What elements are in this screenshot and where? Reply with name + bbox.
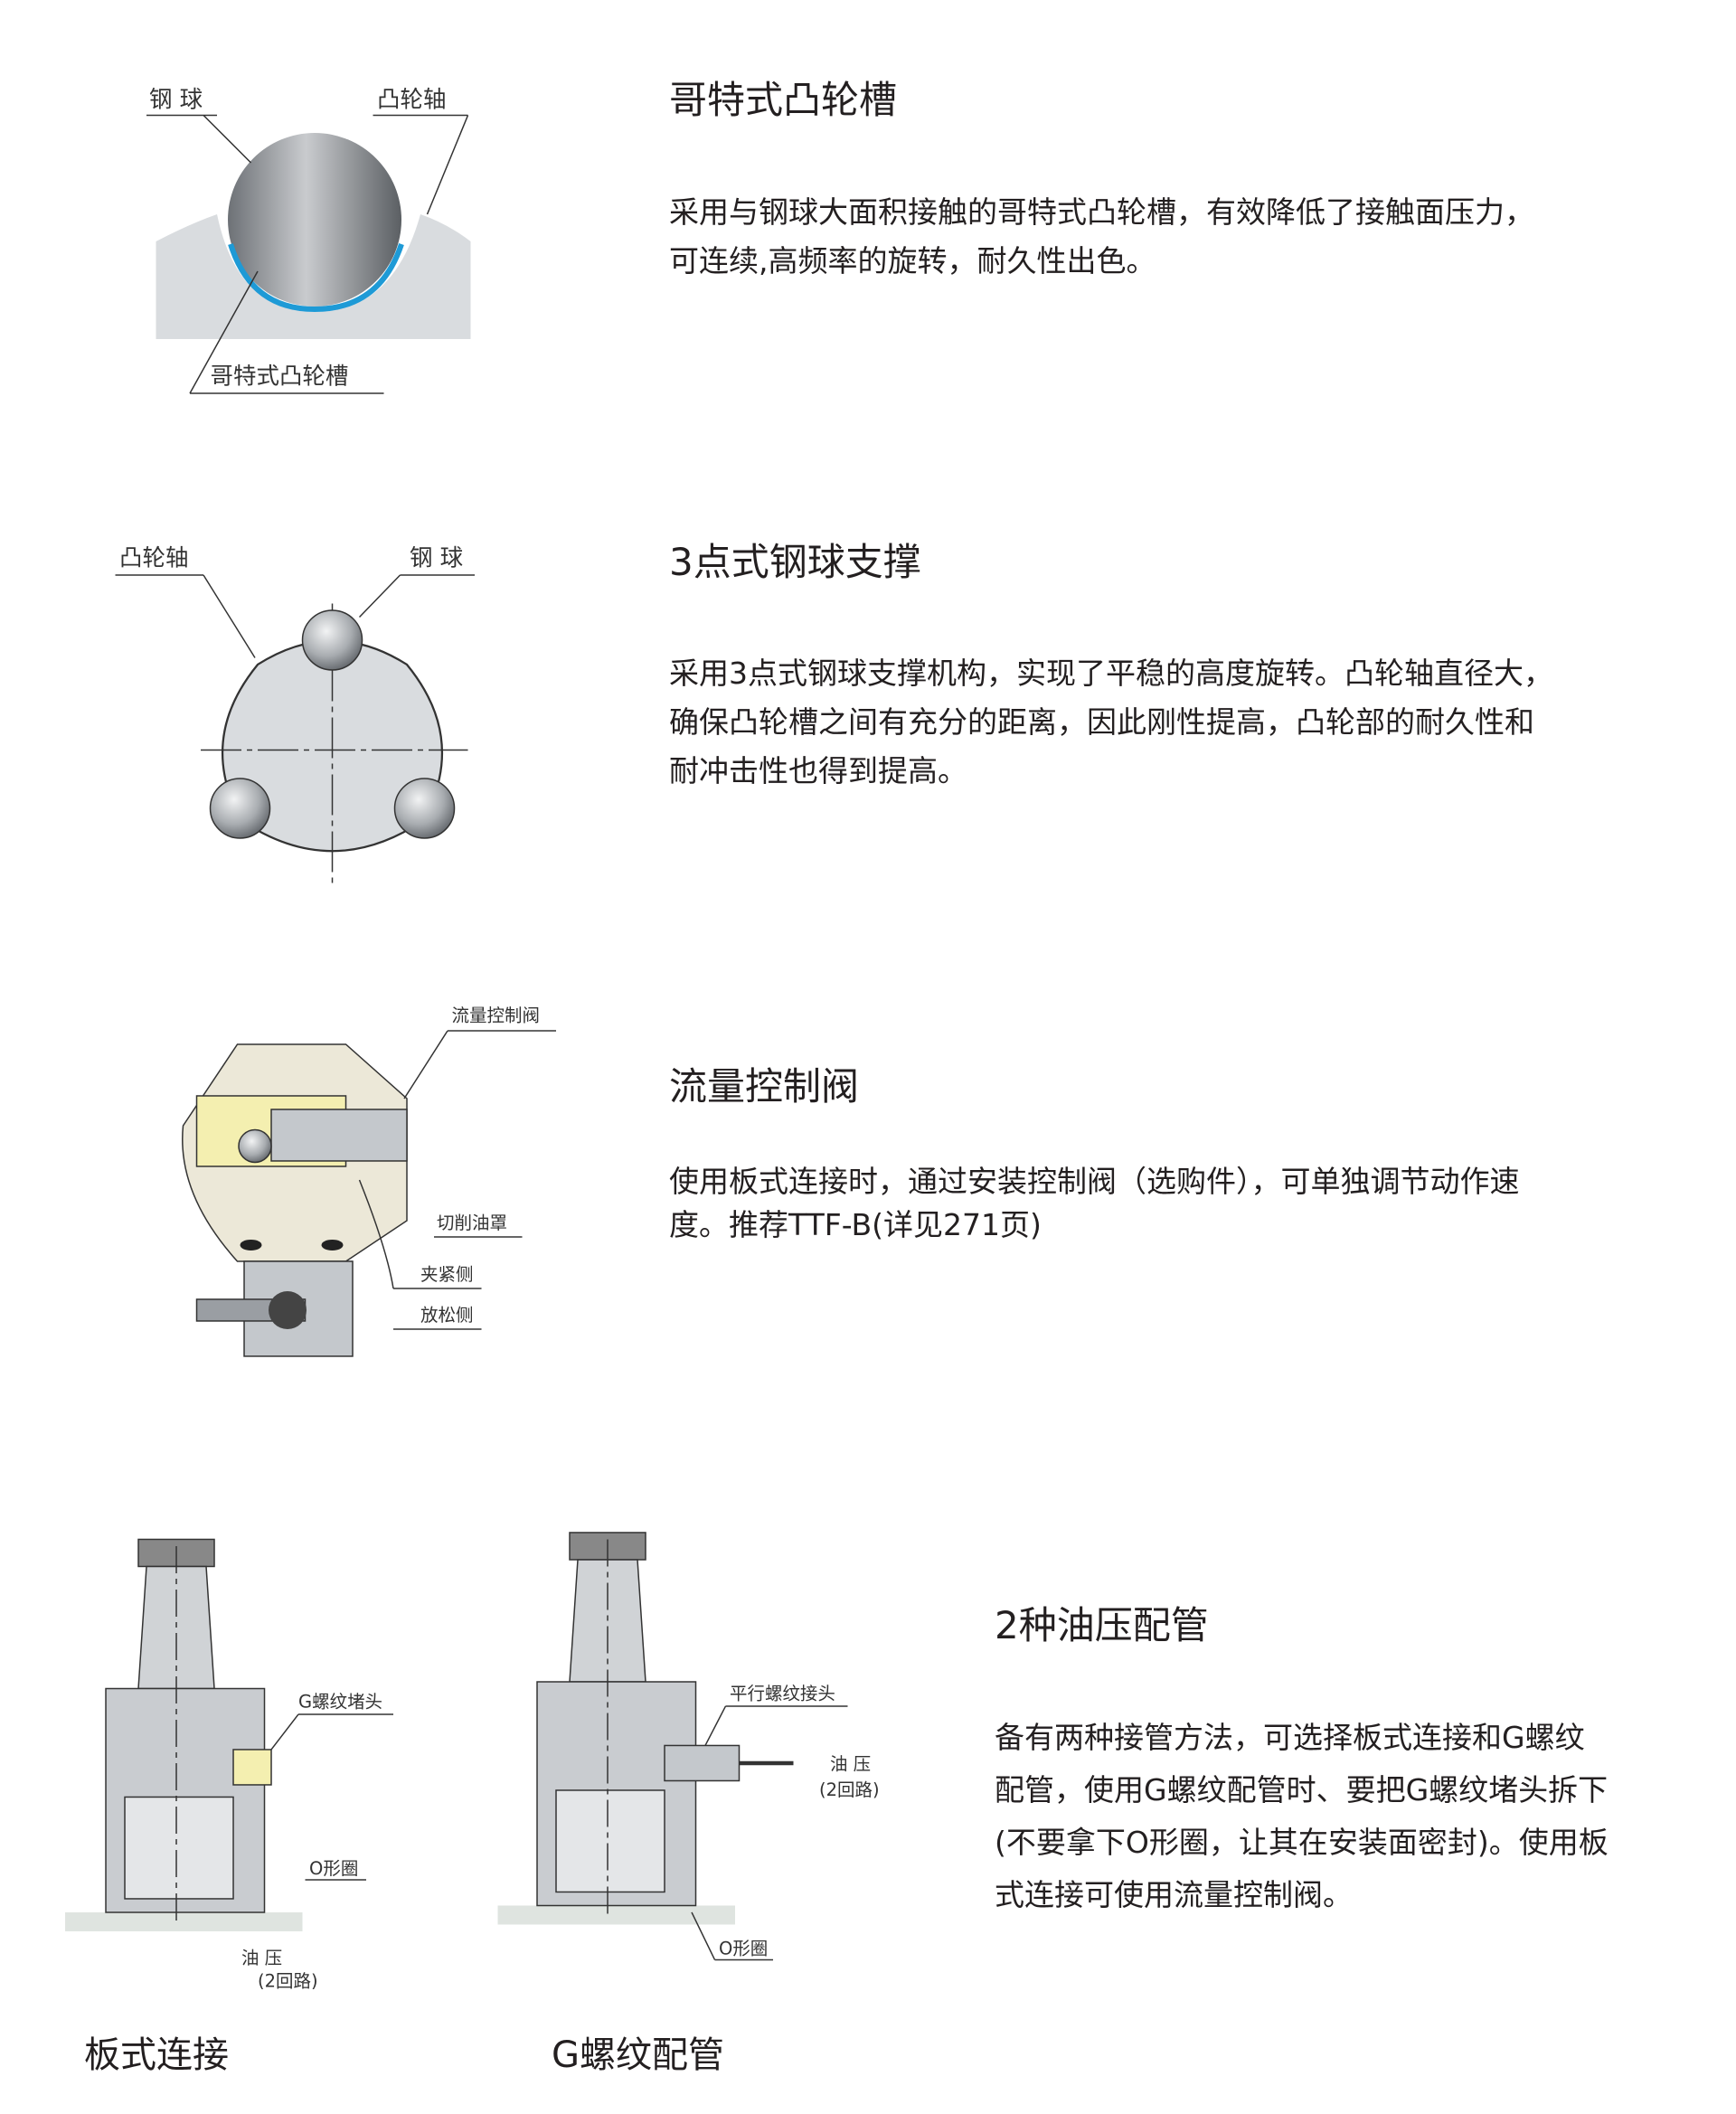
label-oring: O形圈 (309, 1858, 358, 1879)
label-circuit: (2回路) (819, 1779, 880, 1800)
label-oil: 油 压 (830, 1753, 871, 1774)
text-line: 使用板式连接时，通过安装控制阀（选购件），可单独调节动作速 (669, 1164, 1520, 1199)
label-cover: 切削油罩 (437, 1213, 507, 1233)
text-line: 度。推荐TTF-B(详见271页) (669, 1207, 1042, 1242)
text-line: 确保凸轮槽之间有充分的距离，因此刚性提高，凸轮部的耐久性和 (669, 704, 1534, 740)
label-cam: 凸轮轴 (377, 86, 446, 113)
label-groove: 哥特式凸轮槽 (211, 363, 349, 390)
three-point-support-diagram: 凸轮轴 钢 球 (115, 544, 476, 889)
section-text-three-point: 采用3点式钢球支撑机构，实现了平稳的高度旋转。凸轮轴直径大， 确保凸轮槽之间有充… (669, 649, 1553, 796)
text-line: 可连续,高频率的旋转，耐久性出色。 (669, 243, 1156, 278)
caption-plate-connection: 板式连接 (84, 2034, 229, 2076)
label-circuit: (2回路) (258, 1970, 318, 1991)
label-oil: 油 压 (241, 1948, 282, 1968)
text-line: 备有两种接管方法，可选择板式连接和G螺纹 (995, 1720, 1585, 1755)
label-valve: 流量控制阀 (452, 1005, 540, 1025)
label-release: 放松侧 (420, 1305, 473, 1326)
section-title-gothic-groove: 哥特式凸轮槽 (669, 78, 898, 122)
section-text-gothic-groove: 采用与钢球大面积接触的哥特式凸轮槽，有效降低了接触面压力， 可连续,高频率的旋转… (669, 188, 1534, 286)
text-line: 式连接可使用流量控制阀。 (995, 1877, 1353, 1912)
gothic-groove-diagram: 钢 球 凸轮轴 哥特式凸轮槽 (146, 86, 471, 394)
section-title-flow-valve: 流量控制阀 (669, 1064, 860, 1109)
flow-control-valve-diagram: 流量控制阀 切削油罩 夹紧侧 放松侧 (182, 1005, 557, 1357)
label-cam: 凸轮轴 (119, 544, 188, 571)
label-oring: O形圈 (719, 1938, 768, 1958)
caption-g-thread-piping: G螺纹配管 (552, 2034, 724, 2076)
text-line: 耐冲击性也得到提高。 (669, 753, 967, 788)
plate-connection-diagram: G螺纹堵头 O形圈 油 压 (2回路) (65, 1538, 394, 1991)
label-ball: 钢 球 (149, 86, 203, 113)
text-line: (不要拿下O形圈，让其在安装面密封)。使用板 (995, 1825, 1609, 1860)
label-clamp: 夹紧侧 (420, 1264, 473, 1285)
section-title-piping: 2种油压配管 (995, 1603, 1209, 1647)
section-text-flow-valve: 使用板式连接时，通过安装控制阀（选购件），可单独调节动作速 度。推荐TTF-B(… (669, 1160, 1520, 1247)
text-line: 采用与钢球大面积接触的哥特式凸轮槽，有效降低了接触面压力， (669, 194, 1534, 230)
section-text-piping: 备有两种接管方法，可选择板式连接和G螺纹 配管，使用G螺纹配管时、要把G螺纹堵头… (995, 1712, 1609, 1921)
text-line: 配管，使用G螺纹配管时、要把G螺纹堵头拆下 (995, 1772, 1609, 1807)
label-ball: 钢 球 (410, 544, 463, 571)
section-title-three-point: 3点式钢球支撑 (669, 540, 921, 584)
label-fitting: 平行螺纹接头 (730, 1683, 835, 1703)
label-plug: G螺纹堵头 (298, 1691, 382, 1712)
g-thread-piping-diagram: 平行螺纹接头 油 压 (2回路) O形圈 (497, 1532, 880, 1961)
text-line: 采用3点式钢球支撑机构，实现了平稳的高度旋转。凸轮轴直径大， (669, 656, 1553, 691)
